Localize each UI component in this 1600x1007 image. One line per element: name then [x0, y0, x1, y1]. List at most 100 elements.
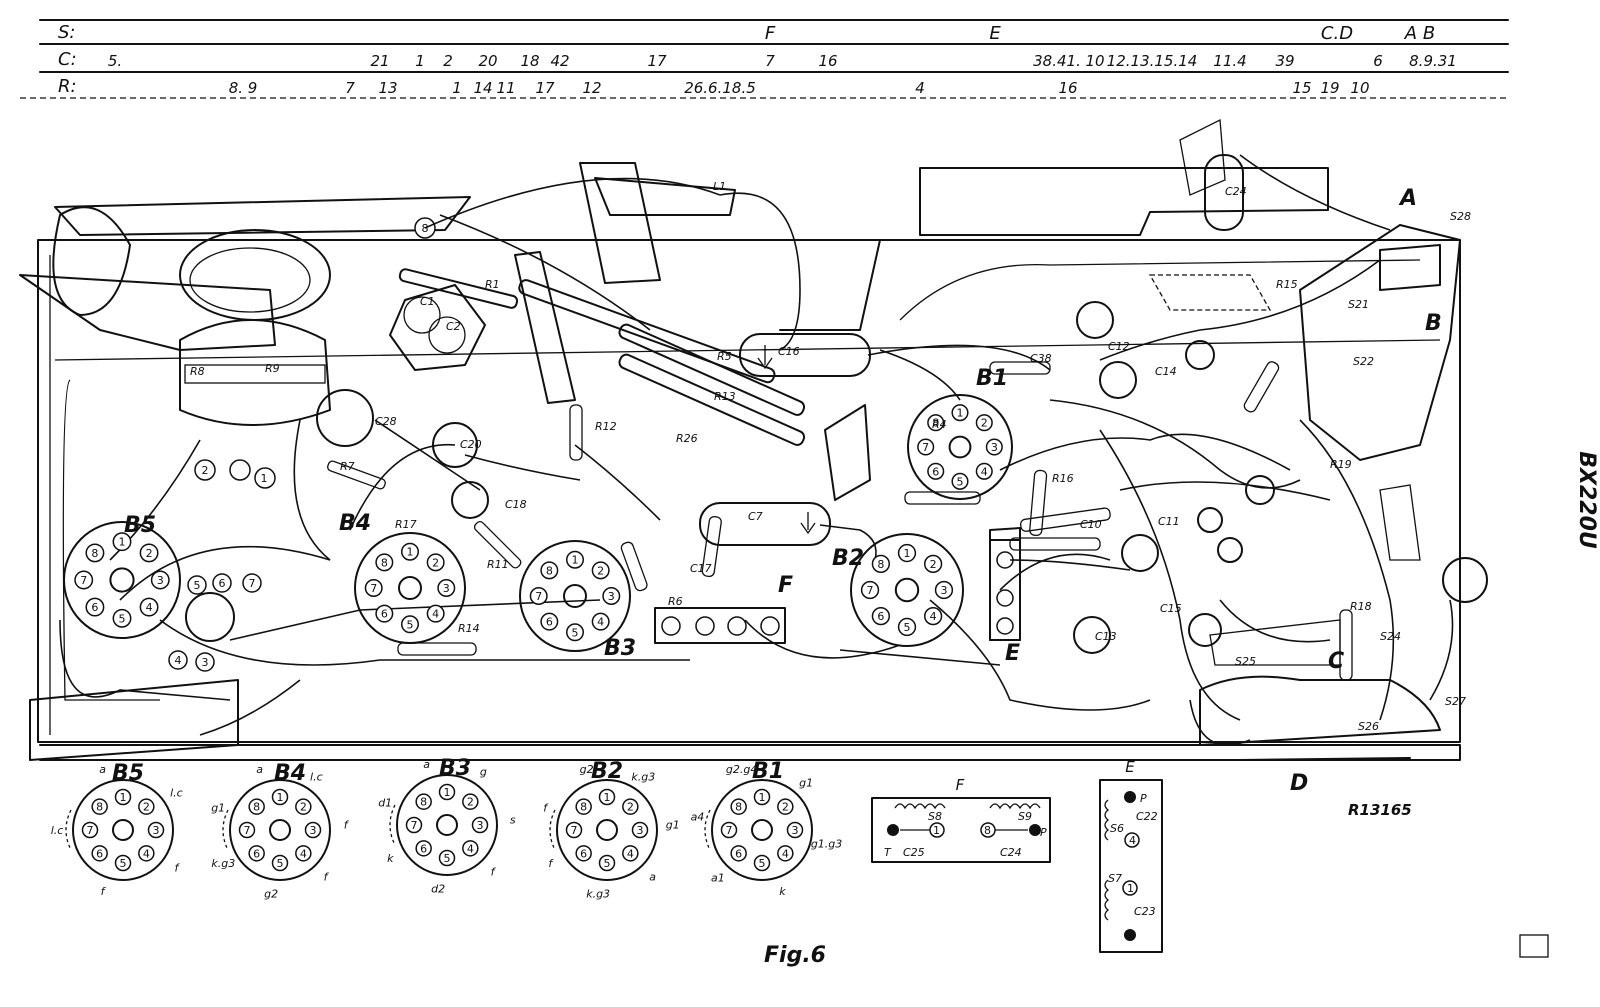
- socket-pin-function: k: [779, 885, 786, 898]
- socket-pin-number: 6: [546, 616, 553, 629]
- component-label-s25: S25: [1235, 655, 1256, 668]
- coil-e-s6: S6: [1110, 822, 1124, 835]
- socket-pin-number: 8: [546, 564, 553, 577]
- socket-pin: [951, 472, 969, 490]
- socket-pin-number: 3: [443, 582, 450, 595]
- component-label-c18: C18: [505, 498, 527, 511]
- socket-pin: [426, 604, 445, 623]
- component-label-2: 2: [202, 464, 209, 477]
- socket-pin: [85, 543, 105, 563]
- socket-pin: [777, 798, 794, 815]
- socket-pin: [777, 845, 794, 862]
- socket-pin: [730, 798, 747, 815]
- coil-box-f-label: F: [956, 776, 965, 794]
- socket-pin-number: 5: [444, 852, 451, 865]
- socket-pin-number: 4: [930, 610, 937, 623]
- socket-pin-function: k.g3: [211, 857, 235, 870]
- socket-pin: [598, 854, 616, 872]
- socket-pin-function: l.c: [51, 824, 64, 837]
- s-item: F: [765, 23, 776, 44]
- c-item: 16: [818, 52, 837, 70]
- socket-pin: [720, 821, 738, 839]
- socket-pin-number: 1: [407, 546, 414, 559]
- socket-pin: [471, 816, 489, 834]
- socket-pin-number: 4: [432, 608, 439, 621]
- c-item: 20: [478, 52, 497, 70]
- socket-pin-number: 4: [782, 847, 789, 860]
- socket-pin-number: 7: [922, 441, 929, 454]
- socket-label: B1: [976, 366, 1008, 391]
- r-item: 17: [535, 79, 555, 97]
- socket-pin-function: f: [324, 870, 330, 883]
- socket-pin: [631, 821, 649, 839]
- coil-f-1: 1: [933, 824, 940, 837]
- socket-pin-number: 2: [432, 556, 439, 569]
- socket-pin: [271, 854, 289, 872]
- socket-pin: [462, 840, 479, 857]
- component-label-c28: C28: [375, 415, 397, 428]
- component-label-s21: S21: [1348, 298, 1369, 311]
- s-item: A B: [1404, 23, 1435, 44]
- socket-pin: [138, 798, 155, 815]
- socket-pin: [91, 845, 108, 862]
- socket-pin-function: f: [491, 865, 497, 878]
- component-label-s27: S27: [1445, 695, 1466, 708]
- socket-pin-function: d2: [431, 882, 445, 895]
- socket-pin: [437, 579, 456, 597]
- socket-pin-function: g1: [666, 818, 680, 831]
- socket-pin-number: 5: [277, 857, 284, 870]
- component-label-r15: R15: [1276, 278, 1298, 291]
- socket-pin-number: 5: [904, 621, 911, 634]
- socket-pin-function: a: [423, 758, 430, 771]
- component-label-e: E: [1005, 641, 1020, 666]
- socket-pin: [565, 821, 583, 839]
- c-item: 11.4: [1213, 52, 1246, 70]
- socket-pin-number: 5: [572, 626, 579, 639]
- socket-pin: [295, 845, 312, 862]
- r-item: 15: [1292, 79, 1311, 97]
- wiring: [59, 154, 1454, 746]
- socket-pin: [438, 849, 456, 867]
- socket-pin: [401, 542, 419, 561]
- component-label-c24: C24: [1225, 185, 1247, 198]
- socket-pin: [112, 532, 132, 552]
- socket-pin: [112, 608, 132, 628]
- component-label-r17: R17: [395, 518, 417, 531]
- socket-pin: [238, 821, 256, 839]
- bottom-socket-diagrams: 12345678B5al.cffl.c12345678B4al.cffg2k.g…: [51, 756, 843, 900]
- terminal: [242, 573, 262, 593]
- socket-pin: [575, 845, 592, 862]
- socket-pin: [364, 579, 383, 597]
- socket-pin: [540, 612, 559, 631]
- component-label-f: F: [778, 573, 793, 598]
- socket-pin: [85, 597, 105, 617]
- socket-pin-number: 7: [867, 584, 874, 597]
- socket-pin: [602, 587, 621, 605]
- socket-pin: [74, 570, 94, 590]
- socket-pin-number: 8: [91, 547, 98, 560]
- socket-pin-number: 7: [411, 819, 418, 832]
- socket-pin-number: 5: [957, 475, 964, 488]
- socket-pin-number: 2: [981, 417, 988, 430]
- c-item: 7: [765, 52, 775, 70]
- socket-pin: [786, 821, 804, 839]
- coil-e-c23: C23: [1134, 905, 1156, 918]
- socket-pin-function: l.c: [310, 771, 323, 784]
- socket-pin: [753, 854, 771, 872]
- socket-pin-number: 6: [735, 847, 742, 860]
- terminal-number: 7: [249, 577, 256, 590]
- socket-pin-function: f: [543, 802, 549, 815]
- component-label-r8: R8: [190, 365, 205, 378]
- socket-pin: [566, 550, 584, 569]
- component-label-r4: R4: [932, 418, 947, 431]
- component-label-c14: C14: [1155, 365, 1177, 378]
